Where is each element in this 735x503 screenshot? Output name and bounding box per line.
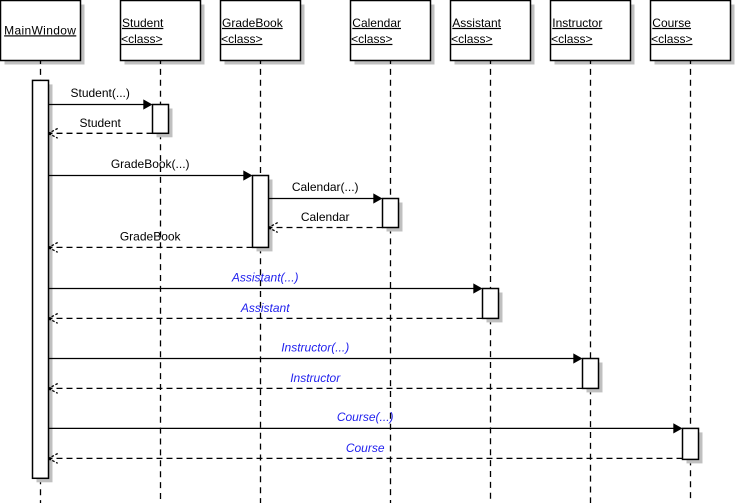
svg-text:Assistant: Assistant	[452, 16, 501, 30]
svg-text:Assistant: Assistant	[240, 301, 290, 315]
svg-text:Instructor(...): Instructor(...)	[281, 340, 349, 354]
svg-text:Student: Student	[80, 116, 122, 130]
svg-text:<class>: <class>	[121, 32, 162, 46]
svg-text:<class>: <class>	[651, 32, 692, 46]
svg-text:GradeBook: GradeBook	[120, 230, 182, 244]
svg-text:Instructor: Instructor	[552, 16, 602, 30]
svg-text:GradeBook: GradeBook	[222, 16, 284, 30]
svg-text:Course: Course	[652, 16, 691, 30]
svg-text:<class>: <class>	[451, 32, 492, 46]
svg-text:GradeBook(...): GradeBook(...)	[111, 157, 190, 171]
svg-text:<class>: <class>	[551, 32, 592, 46]
svg-text:Calendar(...): Calendar(...)	[292, 180, 359, 194]
svg-text:Assistant(...): Assistant(...)	[231, 270, 299, 284]
svg-text:Instructor: Instructor	[290, 371, 341, 385]
svg-text:MainWindow: MainWindow	[4, 23, 76, 37]
svg-text:Course: Course	[346, 441, 385, 455]
svg-text:<class>: <class>	[221, 32, 262, 46]
svg-text:<class>: <class>	[351, 32, 392, 46]
svg-text:Student: Student	[122, 16, 164, 30]
svg-text:Calendar: Calendar	[352, 16, 401, 30]
svg-text:Calendar: Calendar	[301, 210, 350, 224]
svg-text:Student(...): Student(...)	[71, 86, 130, 100]
svg-text:Course(...): Course(...)	[337, 410, 394, 424]
